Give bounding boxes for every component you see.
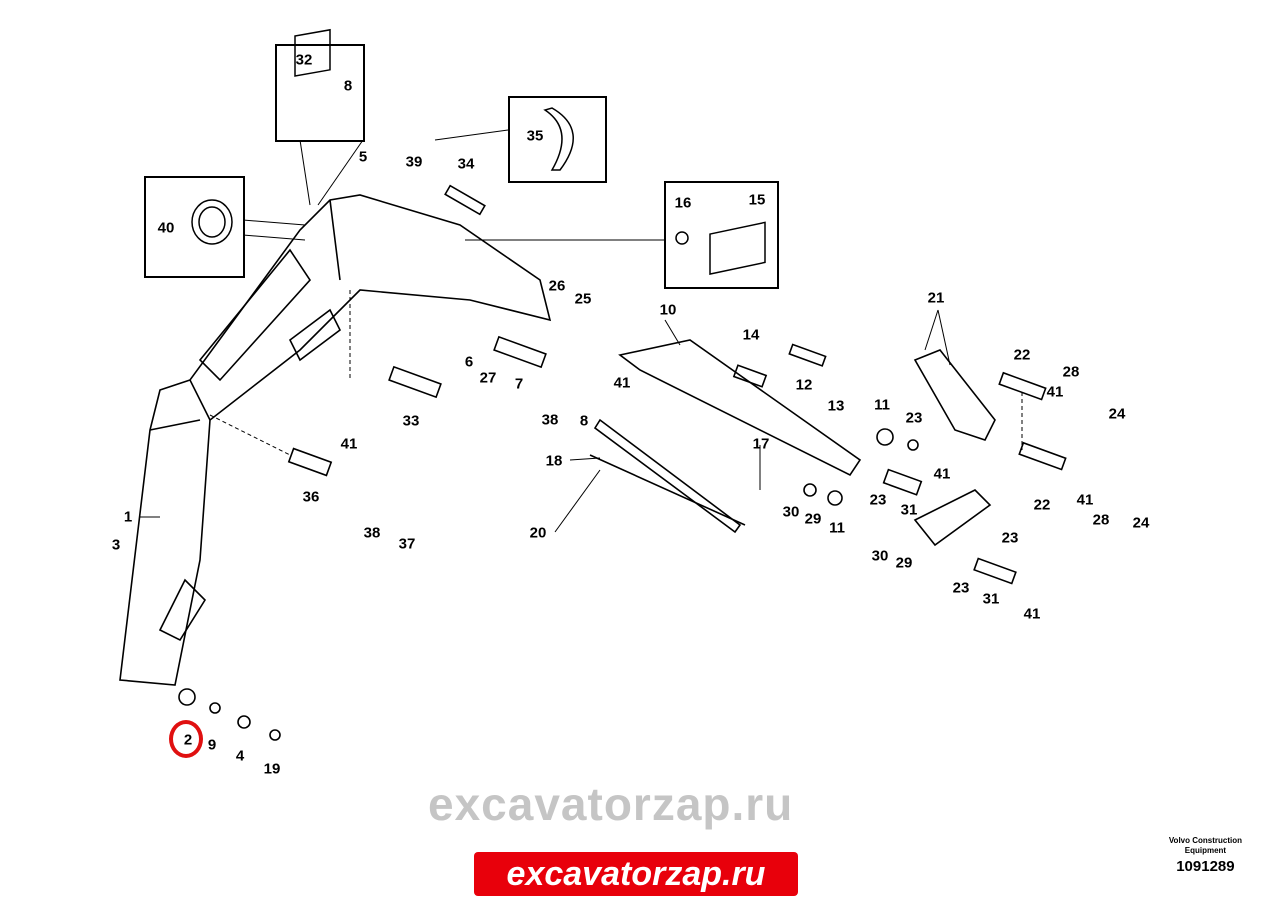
part-callout[interactable]: 29 bbox=[804, 510, 822, 528]
leader-lines bbox=[140, 129, 1023, 533]
part-callout[interactable]: 23 bbox=[869, 491, 887, 509]
part-callout[interactable]: 24 bbox=[1108, 405, 1126, 423]
part-callout[interactable]: 14 bbox=[742, 326, 760, 344]
part-callout[interactable]: 7 bbox=[514, 375, 524, 393]
part-callout[interactable]: 23 bbox=[1001, 529, 1019, 547]
part-callout[interactable]: 13 bbox=[827, 397, 845, 415]
part-callout[interactable]: 2 bbox=[183, 731, 193, 749]
part-callout[interactable]: 22 bbox=[1013, 346, 1031, 364]
part-callout[interactable]: 36 bbox=[302, 488, 320, 506]
watermark: excavatorzap.ru bbox=[428, 778, 794, 830]
cylinder-bracket bbox=[288, 308, 342, 362]
part-callout[interactable]: 3 bbox=[111, 536, 121, 554]
part-callout[interactable]: 1 bbox=[123, 508, 133, 526]
site-banner-link[interactable]: excavatorzap.ru bbox=[474, 852, 798, 896]
brand-block: Volvo Construction Equipment 1091289 bbox=[1169, 836, 1242, 875]
part-callout[interactable]: 32 bbox=[295, 51, 313, 69]
part-callout[interactable]: 31 bbox=[982, 590, 1000, 608]
part-callout[interactable]: 16 bbox=[674, 194, 692, 212]
detail-box-35 bbox=[508, 96, 607, 183]
part-callout[interactable]: 29 bbox=[895, 554, 913, 572]
part-callout[interactable]: 28 bbox=[1092, 511, 1110, 529]
part-callout[interactable]: 38 bbox=[541, 411, 559, 429]
part-callout[interactable]: 11 bbox=[829, 519, 845, 537]
part-callout[interactable]: 20 bbox=[529, 524, 547, 542]
wear-strip bbox=[593, 418, 742, 534]
part-callout[interactable]: 27 bbox=[479, 369, 497, 387]
part-callout[interactable]: 6 bbox=[464, 353, 474, 371]
boom-detail-lines bbox=[149, 199, 341, 431]
part-callout[interactable]: 21 bbox=[927, 289, 945, 307]
part-callout[interactable]: 8 bbox=[579, 412, 589, 430]
detail-box-40 bbox=[144, 176, 245, 278]
part-callout[interactable]: 8 bbox=[343, 77, 353, 95]
part-callout[interactable]: 30 bbox=[782, 503, 800, 521]
part-callout[interactable]: 41 bbox=[933, 465, 951, 483]
drawing-number: 1091289 bbox=[1176, 858, 1235, 875]
boom-foot-plate bbox=[158, 578, 207, 642]
part-callout[interactable]: 17 bbox=[752, 435, 770, 453]
pins bbox=[178, 184, 1067, 741]
part-callout[interactable]: 15 bbox=[748, 191, 766, 209]
detail-box-16-15 bbox=[664, 181, 779, 289]
boom-outline bbox=[119, 194, 552, 686]
part-callout[interactable]: 12 bbox=[795, 376, 813, 394]
part-callout[interactable]: 4 bbox=[235, 747, 245, 765]
part-callout[interactable]: 30 bbox=[871, 547, 889, 565]
part-callout[interactable]: 28 bbox=[1062, 363, 1080, 381]
part-callout[interactable]: 41 bbox=[613, 374, 631, 392]
part-callout[interactable]: 18 bbox=[545, 452, 563, 470]
part-callout[interactable]: 19 bbox=[263, 760, 281, 778]
part-callout[interactable]: 10 bbox=[659, 301, 677, 319]
strip-line bbox=[589, 454, 746, 526]
link-21 bbox=[913, 349, 996, 441]
link-31 bbox=[913, 489, 992, 547]
part-callout[interactable]: 38 bbox=[363, 524, 381, 542]
part-callout[interactable]: 5 bbox=[358, 148, 368, 166]
part-callout[interactable]: 24 bbox=[1132, 514, 1150, 532]
cylinder bbox=[198, 248, 312, 382]
part-callout[interactable]: 26 bbox=[548, 277, 566, 295]
brand-line1: Volvo Construction bbox=[1168, 836, 1242, 845]
part-callout[interactable]: 39 bbox=[405, 153, 423, 171]
part-callout[interactable]: 41 bbox=[1046, 383, 1064, 401]
detail-box-32-8 bbox=[275, 44, 365, 142]
part-callout[interactable]: 40 bbox=[157, 219, 175, 237]
part-callout[interactable]: 9 bbox=[207, 736, 217, 754]
part-callout[interactable]: 41 bbox=[340, 435, 358, 453]
part-callout[interactable]: 41 bbox=[1023, 605, 1041, 623]
brand-line2: Equipment bbox=[1184, 846, 1227, 855]
part-callout[interactable]: 11 bbox=[874, 396, 890, 414]
part-callout[interactable]: 33 bbox=[402, 412, 420, 430]
part-callout[interactable]: 25 bbox=[574, 290, 592, 308]
part-callout[interactable]: 23 bbox=[952, 579, 970, 597]
part-callout[interactable]: 22 bbox=[1033, 496, 1051, 514]
highlight-ring bbox=[169, 720, 203, 758]
part-callout[interactable]: 34 bbox=[457, 155, 475, 173]
part-callout[interactable]: 31 bbox=[900, 501, 918, 519]
part-callout[interactable]: 41 bbox=[1076, 491, 1094, 509]
part-callout[interactable]: 37 bbox=[398, 535, 416, 553]
part-callout[interactable]: 35 bbox=[526, 127, 544, 145]
part-callout[interactable]: 23 bbox=[905, 409, 923, 427]
